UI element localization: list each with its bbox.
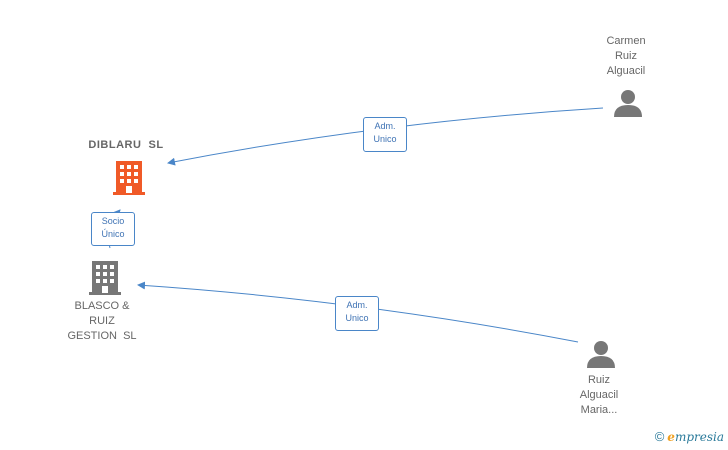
building-icon[interactable] [113,159,145,195]
edge-label-blasco-diblaru[interactable]: Socio Único [91,212,135,246]
person-icon[interactable] [586,339,616,369]
edge-label-carmen-diblaru[interactable]: Adm. Unico [363,117,407,152]
empresia-logo[interactable]: empresia [667,429,724,444]
edge-label-maria-blasco[interactable]: Adm. Unico [335,296,379,331]
node-label-diblaru[interactable]: DIBLARU SL [88,139,164,151]
footer-brand: © empresia [655,429,724,444]
node-label-blasco[interactable]: BLASCO & RUIZ GESTION SL [67,300,137,342]
node-label-carmen[interactable]: Carmen Ruiz Alguacil [606,35,646,77]
copyright-symbol: © [654,429,665,444]
building-icon[interactable] [89,259,121,295]
person-icon[interactable] [613,88,643,118]
node-label-maria[interactable]: Ruiz Alguacil Maria... [579,374,619,416]
